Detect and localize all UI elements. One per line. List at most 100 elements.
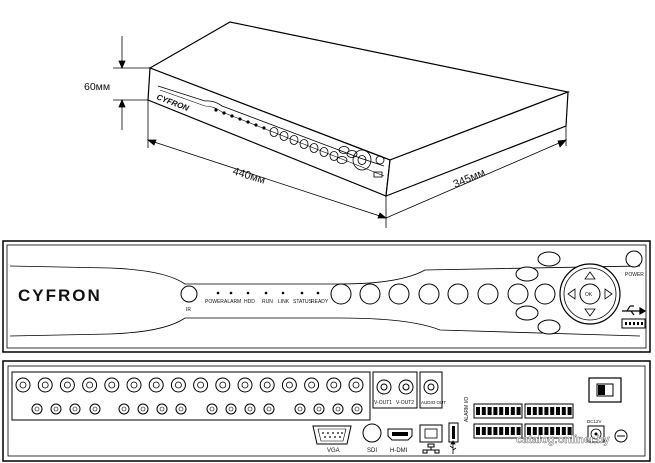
bnc-center-pin (330, 381, 338, 389)
bnc-center-pin (241, 381, 249, 389)
depth-dimension-label: 345мм (451, 167, 487, 191)
bnc-center-pin (308, 381, 316, 389)
terminal-screw[interactable] (493, 407, 498, 415)
front-button-5[interactable] (447, 283, 469, 305)
terminal-screw[interactable] (476, 407, 480, 415)
front-button-3[interactable] (388, 283, 410, 305)
vga-label: VGA (327, 448, 340, 454)
audio-jack-center (121, 406, 127, 412)
indicator-leds (216, 291, 320, 295)
bnc-center-pin (174, 381, 182, 389)
sdi-connector[interactable] (362, 423, 382, 443)
terminal-screw[interactable] (487, 407, 492, 415)
front-oval-button-4[interactable] (537, 319, 561, 335)
height-dimension-label: 60мм (84, 81, 110, 93)
alarm-terminal-blocks (473, 403, 574, 439)
bnc-center-pin (130, 381, 138, 389)
terminal-screw[interactable] (510, 427, 515, 435)
usb-icon (449, 440, 457, 454)
front-button-4[interactable] (418, 283, 440, 305)
front-button-6[interactable] (477, 283, 499, 305)
terminal-screw[interactable] (510, 407, 515, 415)
front-button-8[interactable] (534, 283, 556, 305)
front-button-1[interactable] (330, 283, 352, 305)
width-dimension-label: 440мм (231, 165, 267, 186)
ok-button-label: OK (585, 292, 593, 298)
terminal-screw[interactable] (550, 427, 555, 435)
power-button-label: POWER (625, 272, 644, 278)
bnc-center-pin (108, 381, 116, 389)
bnc-center-pin (64, 381, 71, 389)
terminal-screw[interactable] (532, 427, 537, 435)
indicator-alarm-label: ALARM (224, 299, 241, 305)
front-panel-bottom-curve (9, 317, 641, 337)
audio-inputs (31, 403, 363, 415)
terminal-screw[interactable] (516, 427, 521, 435)
front-button-2[interactable] (359, 283, 381, 305)
dimension-lines (113, 36, 567, 228)
audio-out-label: AUDIO OUT (421, 400, 446, 405)
audio-jack-center (354, 406, 360, 412)
front-oval-button-1[interactable] (537, 251, 561, 267)
terminal-screw[interactable] (567, 407, 572, 415)
terminal-screw[interactable] (505, 407, 509, 415)
bnc-center-pin (197, 381, 205, 389)
front-button-7[interactable] (507, 283, 529, 305)
power-button[interactable] (625, 250, 643, 268)
terminal-screw[interactable] (556, 427, 560, 435)
vout2-label: V-OUT2 (396, 400, 414, 406)
terminal-screw[interactable] (556, 407, 560, 415)
audio-jack-center (247, 406, 253, 412)
bnc-center-pin (285, 381, 293, 389)
terminal-block (473, 423, 523, 439)
front-oval-button-2[interactable] (515, 266, 539, 282)
audio-jack-center (159, 406, 165, 412)
terminal-screw[interactable] (544, 407, 549, 415)
terminal-screw[interactable] (481, 407, 486, 415)
terminal-screw[interactable] (505, 427, 509, 435)
iso-front-buttons (214, 108, 385, 178)
terminal-screw[interactable] (567, 427, 572, 435)
indicator-run-label: RUN (262, 299, 273, 305)
vout1-label: V-OUT1 (374, 400, 392, 406)
bnc-center-pin (152, 381, 160, 389)
bnc-center-pin (219, 381, 227, 389)
ir-sensor (180, 285, 198, 303)
terminal-screw[interactable] (561, 427, 566, 435)
terminal-screw[interactable] (532, 407, 537, 415)
arrow-left-icon[interactable] (567, 288, 576, 300)
terminal-screw[interactable] (550, 407, 555, 415)
terminal-screw[interactable] (544, 427, 549, 435)
terminal-screw[interactable] (538, 407, 543, 415)
arrow-down-icon[interactable] (584, 308, 596, 317)
alarm-io-label: ALARM I/O (464, 397, 470, 422)
front-brand-logo: CYFRON (18, 286, 102, 305)
sdi-label: SDI (367, 448, 377, 454)
indicator-hdd-label: HDD (244, 299, 255, 305)
front-bevel-line (157, 85, 385, 167)
arrow-up-icon[interactable] (584, 271, 596, 280)
indicator-power-label: POWER (205, 299, 224, 305)
bnc-video-inputs (15, 377, 364, 393)
terminal-screw[interactable] (476, 427, 480, 435)
terminal-block (524, 403, 574, 419)
front-oval-button-3[interactable] (515, 305, 539, 321)
audio-jack-center (228, 406, 234, 412)
arrow-right-icon[interactable] (604, 288, 613, 300)
terminal-screw[interactable] (516, 407, 521, 415)
terminal-screw[interactable] (561, 407, 566, 415)
terminal-screw[interactable] (538, 427, 543, 435)
audio-out-block (419, 371, 443, 409)
terminal-screw[interactable] (481, 427, 486, 435)
audio-jack-center (92, 406, 98, 412)
lan-port[interactable] (419, 424, 443, 443)
terminal-screw[interactable] (487, 427, 492, 435)
terminal-screw[interactable] (527, 407, 531, 415)
terminal-screw[interactable] (493, 427, 498, 435)
terminal-screw[interactable] (527, 427, 531, 435)
terminal-screw[interactable] (499, 407, 504, 415)
navigation-dial[interactable]: OK (559, 263, 621, 325)
terminal-screw[interactable] (499, 427, 504, 435)
audio-jack-center (266, 406, 272, 412)
